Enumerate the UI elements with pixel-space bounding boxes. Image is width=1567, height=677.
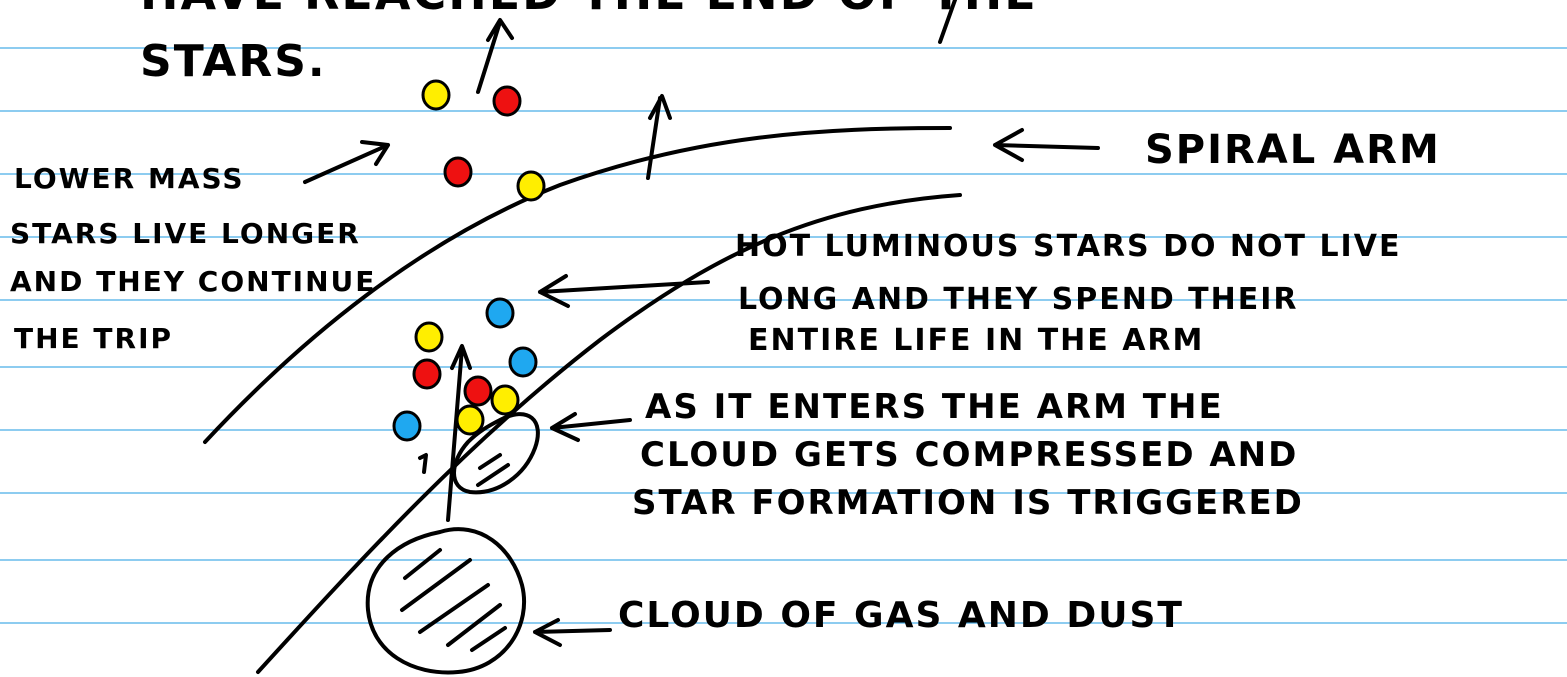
small-mark bbox=[418, 453, 428, 474]
label-enters-arm-line-3: STAR FORMATION IS TRIGGERED bbox=[632, 483, 1304, 523]
star-yellow bbox=[490, 384, 520, 416]
arrow-hot-luminous-label bbox=[538, 274, 710, 308]
label-hot-luminous-line-2: LONG AND THEY SPEND THEIR bbox=[738, 282, 1299, 317]
star-red bbox=[443, 156, 473, 188]
label-lower-mass-line-4: THE TRIP bbox=[14, 322, 174, 355]
top-fragment-stroke bbox=[938, 0, 957, 44]
star-red bbox=[492, 85, 522, 117]
label-cloud: CLOUD OF GAS AND DUST bbox=[618, 595, 1184, 636]
star-red bbox=[463, 375, 493, 407]
star-blue bbox=[392, 410, 422, 442]
label-enters-arm-line-1: AS IT ENTERS THE ARM THE bbox=[645, 387, 1224, 427]
label-hot-luminous-line-1: HOT LUMINOUS STARS DO NOT LIVE bbox=[735, 229, 1402, 264]
arrow-stars-upward bbox=[476, 18, 514, 94]
star-yellow bbox=[421, 79, 451, 111]
spiral-arm-inner-edge bbox=[203, 126, 952, 444]
stars-layer bbox=[392, 79, 546, 442]
arrow-cloud-to-arm bbox=[446, 344, 472, 522]
star-yellow bbox=[414, 321, 444, 353]
label-enters-arm-line-2: CLOUD GETS COMPRESSED AND bbox=[640, 435, 1299, 475]
star-blue bbox=[485, 297, 515, 329]
label-lower-mass-line-1: LOWER MASS bbox=[14, 162, 245, 195]
arrow-arm-motion bbox=[646, 94, 672, 180]
arrow-spiral-arm-label bbox=[993, 128, 1100, 162]
label-top-cut: HAVE REACHED THE END OF THE bbox=[140, 0, 1038, 16]
label-hot-luminous-line-3: ENTIRE LIFE IN THE ARM bbox=[748, 323, 1205, 358]
arrow-lower-mass-pointer bbox=[303, 140, 390, 184]
arrow-enters-arm-label bbox=[550, 412, 632, 442]
arrow-cloud-label bbox=[533, 618, 612, 647]
star-yellow bbox=[455, 404, 485, 436]
spiral-arm-outer-edge bbox=[256, 193, 962, 674]
cloud-of-gas-outline bbox=[365, 527, 526, 675]
label-spiral-arm: SPIRAL ARM bbox=[1145, 127, 1441, 173]
star-blue bbox=[508, 346, 538, 378]
label-lower-mass-line-3: AND THEY CONTINUE bbox=[10, 265, 377, 298]
ruled-lines bbox=[0, 47, 1567, 624]
label-lower-mass-line-2: STARS LIVE LONGER bbox=[10, 217, 361, 250]
star-red bbox=[412, 358, 442, 390]
star-yellow bbox=[516, 170, 546, 202]
cloud-hatching bbox=[400, 548, 507, 652]
compressed-cloud-hatching bbox=[476, 453, 510, 487]
compressed-cloud-outline bbox=[452, 412, 540, 495]
label-top-stars: STARS. bbox=[140, 36, 327, 87]
